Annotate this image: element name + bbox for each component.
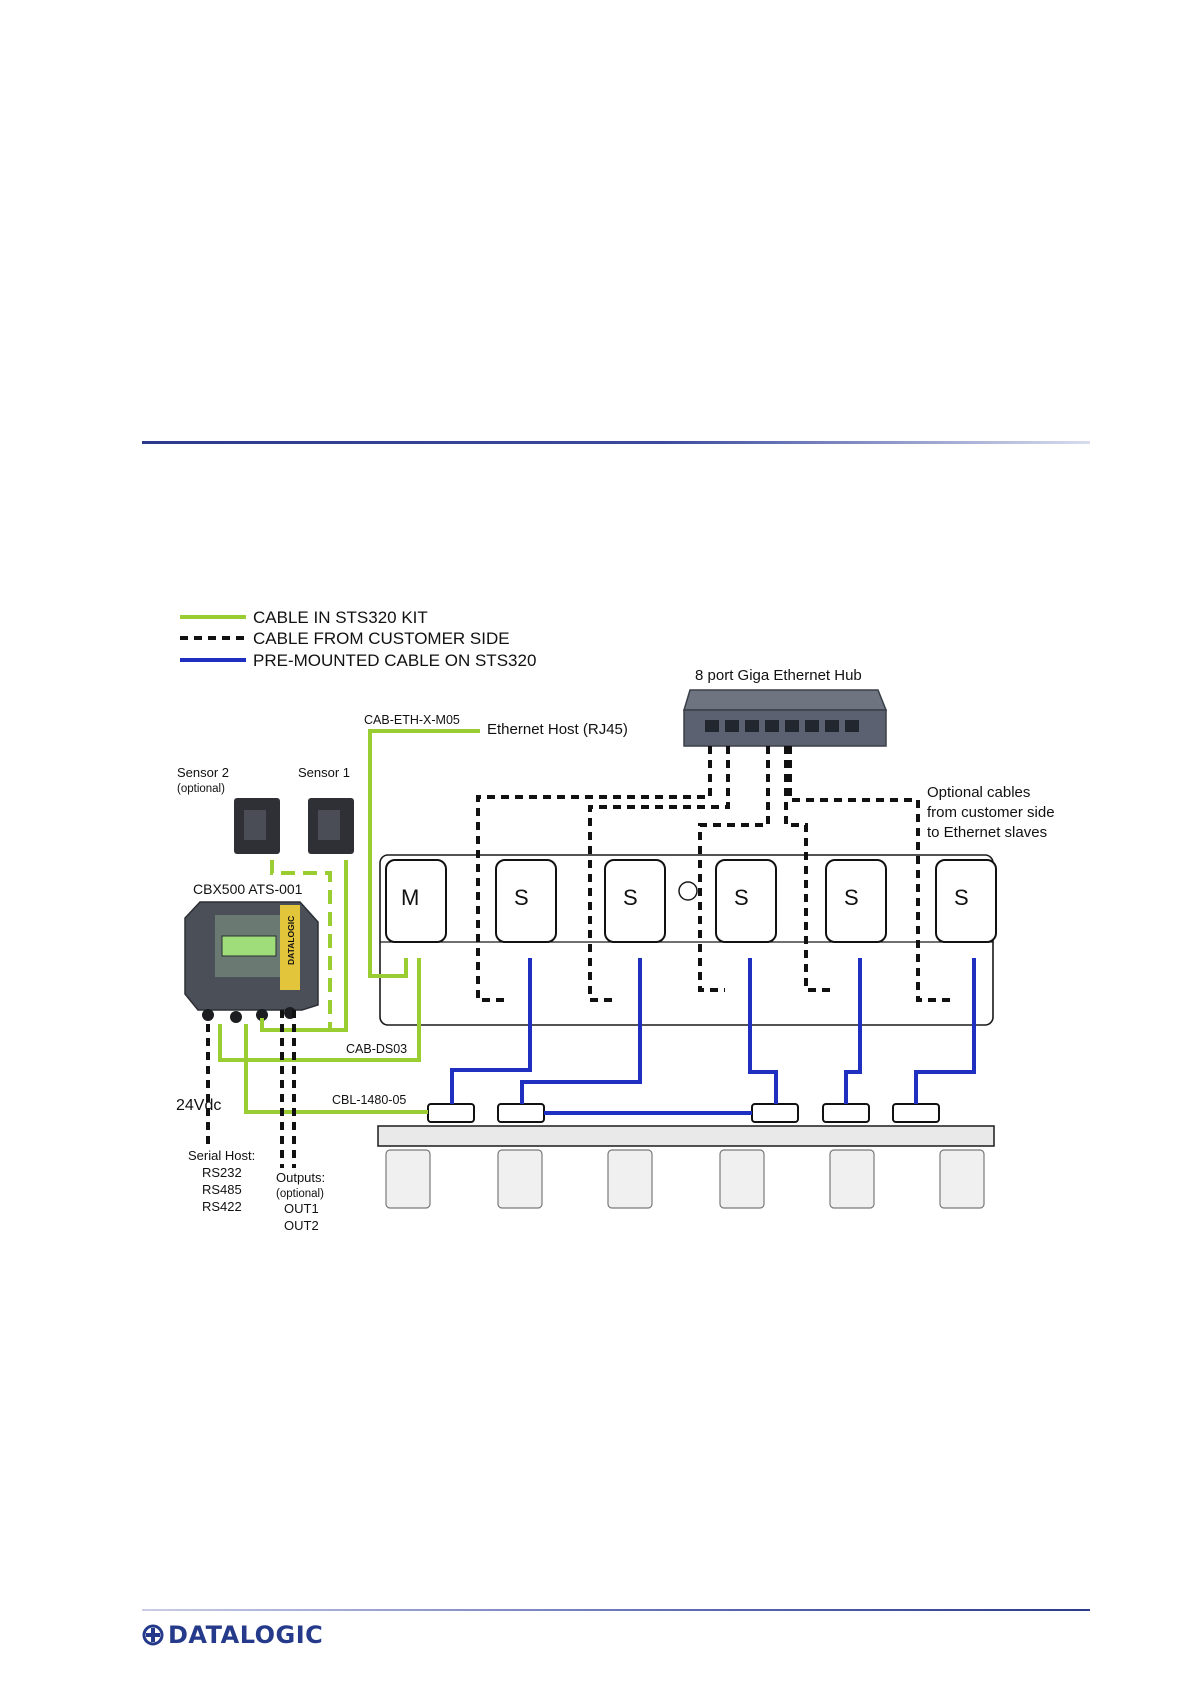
outputs-optional-label: (optional) bbox=[276, 1188, 324, 1200]
cab-ds03-cable bbox=[218, 958, 421, 1062]
vdc-label: 24Vdc bbox=[176, 1097, 221, 1114]
optional-cables-line1: Optional cables bbox=[927, 784, 1030, 801]
module-3-label: S bbox=[734, 885, 749, 910]
cab-ds03-label: CAB-DS03 bbox=[346, 1042, 407, 1056]
optional-cables-line2: from customer side bbox=[927, 804, 1055, 821]
cbx-label: CBX500 ATS-001 bbox=[193, 881, 303, 897]
rs232-label: RS232 bbox=[202, 1165, 242, 1180]
module-1: S bbox=[495, 859, 557, 943]
cbx500-unit: DATALOGIC bbox=[184, 901, 319, 1023]
rs485-label: RS485 bbox=[202, 1182, 242, 1197]
module-4-label: S bbox=[844, 885, 859, 910]
ethernet-host-label: Ethernet Host (RJ45) bbox=[487, 721, 628, 738]
ethernet-hub: 8 port Giga Ethernet Hub bbox=[682, 667, 888, 747]
kit-cables bbox=[218, 729, 480, 1114]
module-5-label: S bbox=[954, 885, 969, 910]
legend-label-customer: CABLE FROM CUSTOMER SIDE bbox=[253, 629, 510, 648]
sensor-2 bbox=[234, 798, 280, 854]
module-0: M bbox=[385, 859, 447, 943]
sensor1-label: Sensor 1 bbox=[298, 765, 350, 780]
sensor2-label: Sensor 2 bbox=[177, 765, 229, 780]
legend-label-premounted: PRE-MOUNTED CABLE ON STS320 bbox=[253, 651, 536, 670]
camera-bar bbox=[377, 1125, 995, 1209]
optional-cables-line3: to Ethernet slaves bbox=[927, 824, 1047, 841]
out1-label: OUT1 bbox=[284, 1201, 319, 1216]
module-1-label: S bbox=[514, 885, 529, 910]
module-5: S bbox=[935, 859, 997, 943]
outputs-label: Outputs: bbox=[276, 1170, 325, 1185]
hub-ports bbox=[705, 720, 859, 732]
out2-label: OUT2 bbox=[284, 1218, 319, 1233]
premounted-cables bbox=[450, 958, 976, 1115]
mounting-plate bbox=[379, 854, 994, 1026]
datalogic-mark-icon bbox=[142, 1624, 164, 1646]
module-2: S bbox=[604, 859, 666, 943]
cbl1480-cable bbox=[244, 1024, 428, 1114]
cab-eth-label: CAB-ETH-X-M05 bbox=[364, 713, 460, 727]
datalogic-logo: DATALOGIC bbox=[142, 1621, 323, 1649]
module-3: S bbox=[715, 859, 777, 943]
customer-cables bbox=[206, 746, 950, 1168]
module-2-label: S bbox=[623, 885, 638, 910]
rs422-label: RS422 bbox=[202, 1199, 242, 1214]
bottom-rule bbox=[142, 1609, 1090, 1611]
serial-host-label: Serial Host: bbox=[188, 1148, 255, 1163]
cab-eth-cable bbox=[368, 729, 480, 978]
sensor-1 bbox=[308, 798, 354, 854]
sensor-cable-1 bbox=[260, 860, 348, 1032]
cbl1480-label: CBL-1480-05 bbox=[332, 1093, 406, 1107]
module-4: S bbox=[825, 859, 887, 943]
hub-label: 8 port Giga Ethernet Hub bbox=[695, 667, 862, 684]
module-0-label: M bbox=[401, 885, 419, 910]
top-rule bbox=[142, 441, 1090, 444]
legend-label-kit: CABLE IN STS320 KIT bbox=[253, 608, 428, 627]
scanner-modules: M S S S S S bbox=[385, 859, 997, 943]
sensor2-optional-label: (optional) bbox=[177, 783, 225, 795]
cbx-brand: DATALOGIC bbox=[286, 916, 296, 965]
footer-brand: DATALOGIC bbox=[168, 1621, 324, 1649]
legend: CABLE IN STS320 KIT CABLE FROM CUSTOMER … bbox=[180, 608, 536, 670]
